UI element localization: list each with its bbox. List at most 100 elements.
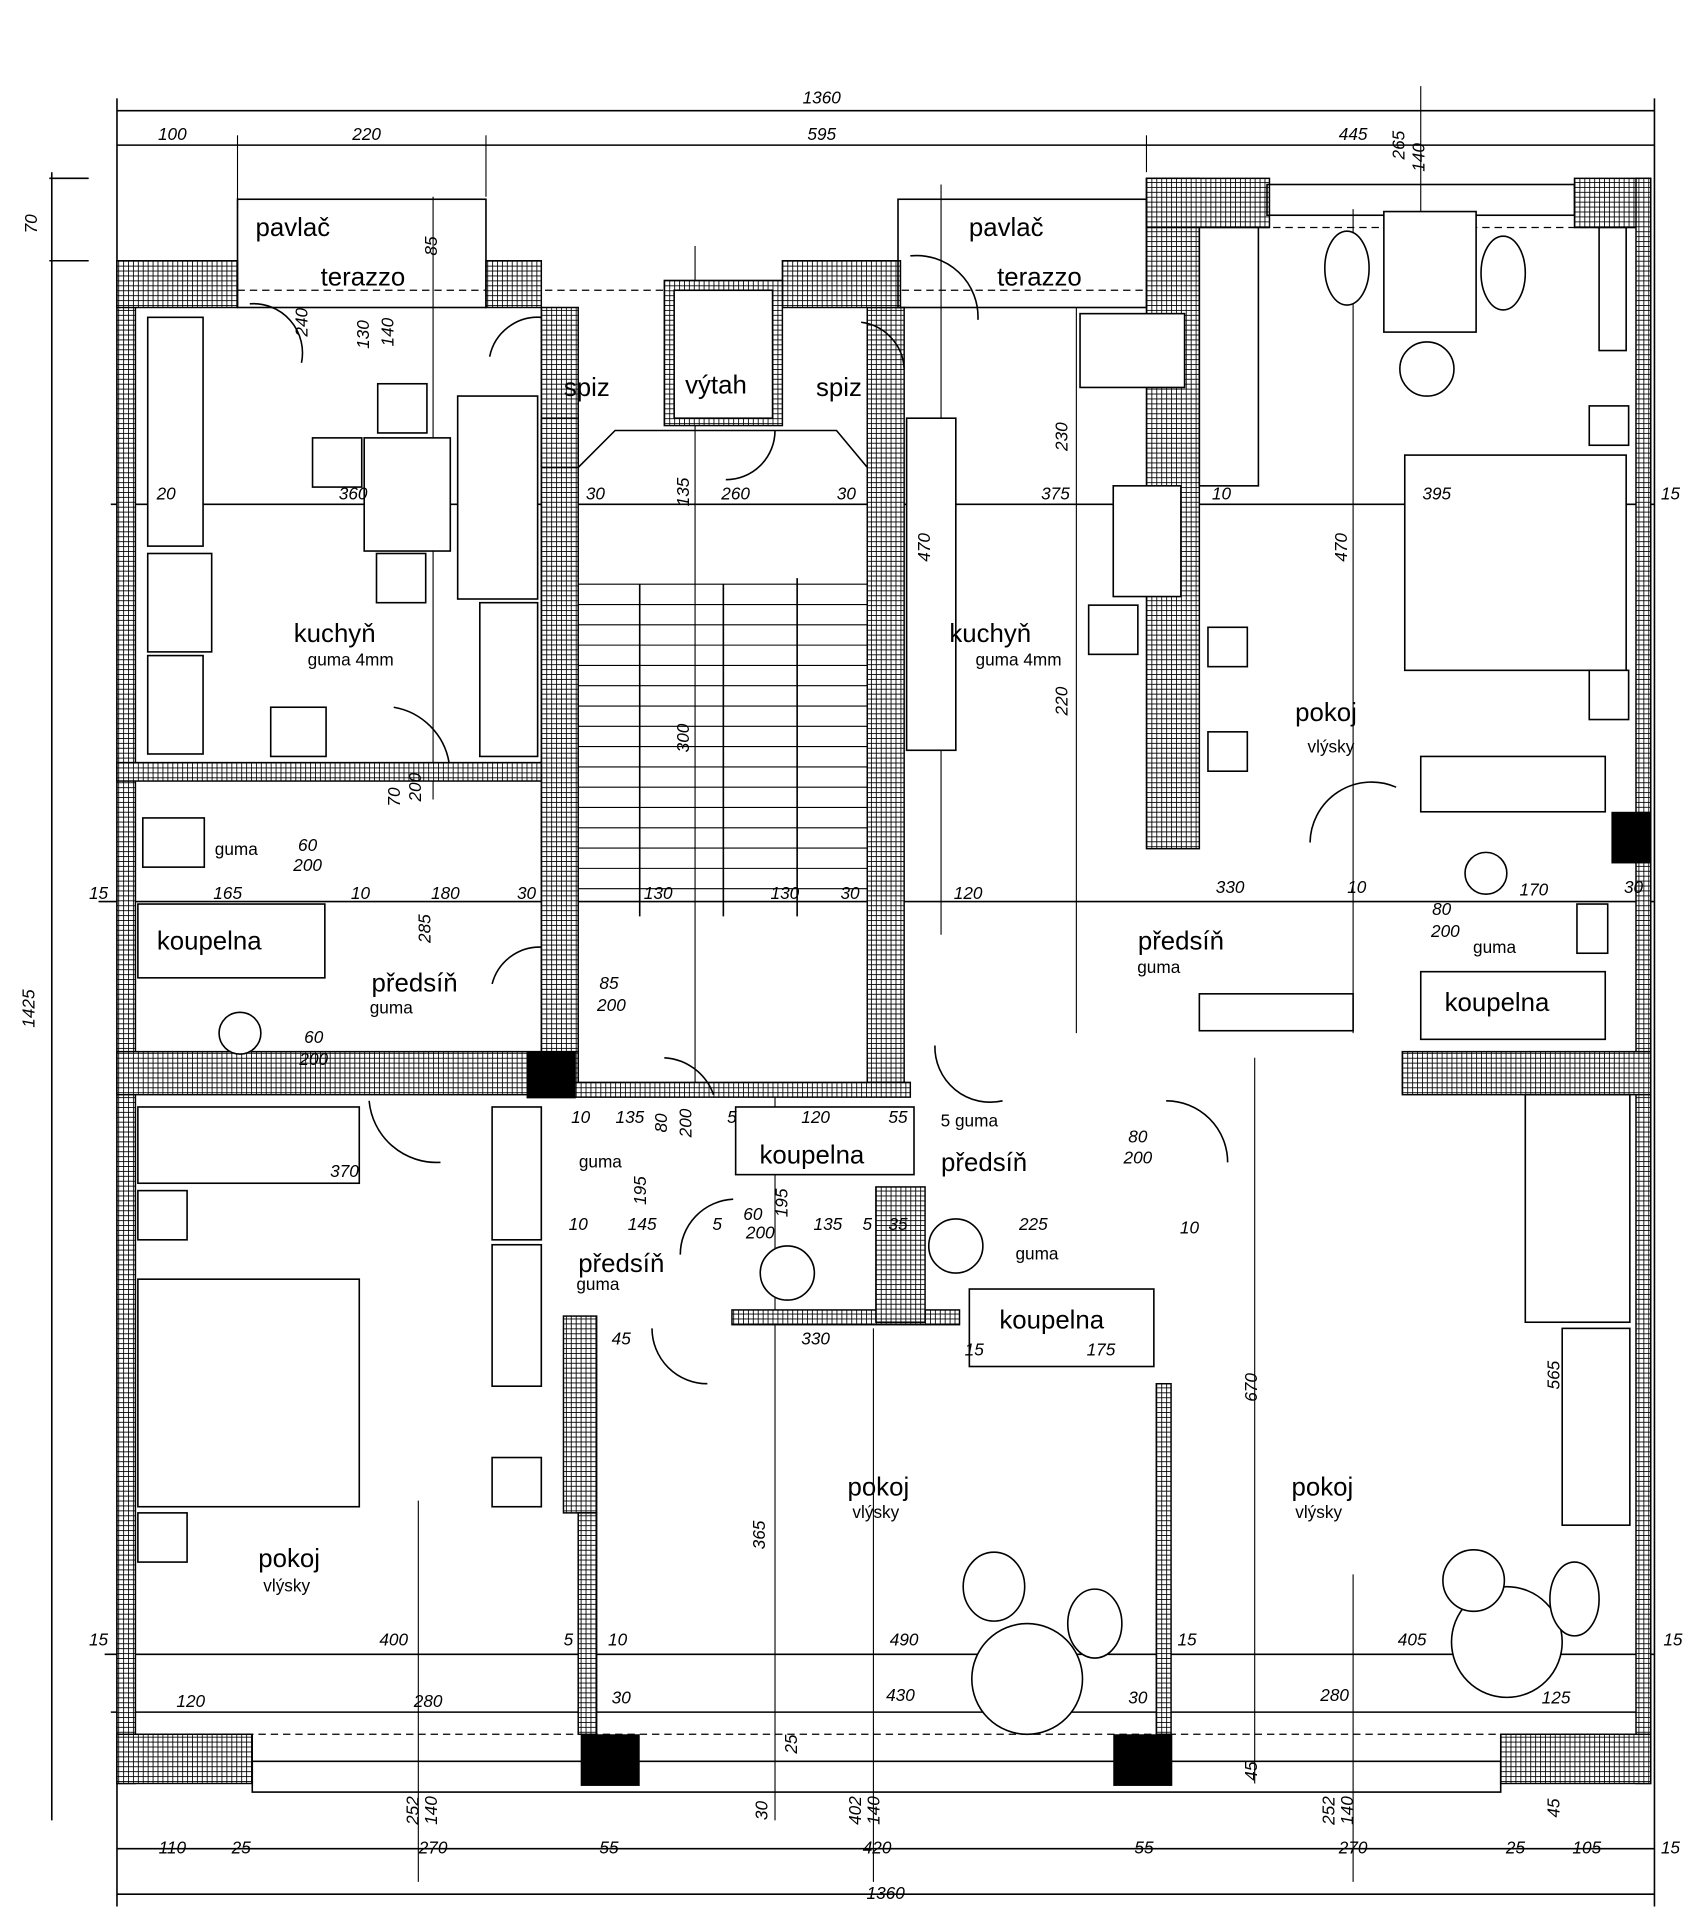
dimension-label: 15 — [965, 1339, 985, 1359]
dimension-label: 55 — [599, 1838, 619, 1858]
room-label-koupelna-right: koupelna — [1445, 989, 1550, 1017]
dimension-label: 30 — [1128, 1688, 1148, 1708]
dimension-label: 130 — [770, 883, 799, 903]
dimension-label: 165 — [213, 883, 242, 903]
staircase — [578, 578, 868, 917]
dimension-label: 430 — [886, 1685, 915, 1705]
dimension-label: 100 — [158, 124, 187, 144]
floor-predsin-center: guma — [576, 1274, 619, 1294]
floor-predsin-right: guma — [1137, 957, 1180, 977]
dimension-label: 5 — [862, 1214, 872, 1234]
dimension-label: 200 — [292, 855, 322, 875]
dimension-label: 220 — [1052, 686, 1072, 716]
floor-center-left: guma — [579, 1151, 622, 1171]
floor-pokoj-bottom-left: vlýsky — [263, 1576, 310, 1596]
dimension-label: 670 — [1241, 1373, 1261, 1402]
room-label-kuchyn-right: kuchyň — [949, 620, 1031, 648]
dimension-label: 330 — [801, 1328, 830, 1348]
dimension-label: 15 — [1661, 483, 1681, 503]
dimension-label: 135 — [814, 1214, 843, 1234]
dimension-label: 140 — [864, 1796, 884, 1825]
dimension-label: 55 — [888, 1107, 908, 1127]
dimension-label: 10 — [351, 883, 371, 903]
dimension-label: 140 — [1408, 143, 1428, 172]
dimension-label: 280 — [413, 1691, 443, 1711]
dimension-label: 375 — [1041, 483, 1070, 503]
dimension-label: 125 — [1542, 1688, 1571, 1708]
dimension-label: 195 — [771, 1188, 791, 1217]
floor-pokoj-bottom-center: vlýsky — [852, 1502, 899, 1522]
dimension-label: 60 — [304, 1027, 324, 1047]
room-label-koupelna-left: koupelna — [157, 928, 262, 956]
dimension-label: 85 — [599, 973, 619, 993]
room-label-floor-terazzo-left: terazzo — [321, 263, 406, 291]
dimension-label: 120 — [176, 1691, 205, 1711]
dimension-label: 15 — [1661, 1838, 1681, 1858]
dimension-label: 5 — [564, 1630, 574, 1650]
dimension-label: 15 — [1663, 1630, 1683, 1650]
room-label-predsin-left: předsíň — [372, 969, 458, 997]
dimension-label: 285 — [415, 914, 435, 944]
dimension-label: 225 — [1018, 1214, 1048, 1234]
room-label-pokoj-top-right: pokoj — [1295, 699, 1357, 727]
dimension-label: 80 — [1432, 899, 1452, 919]
dimension-label: 60 — [743, 1204, 763, 1224]
dimension-label: 230 — [1052, 422, 1072, 452]
dimension-label: 265 — [1389, 130, 1409, 160]
room-label-kuchyn-left: kuchyň — [294, 620, 376, 648]
dimension-label: 10 — [569, 1214, 589, 1234]
dimension-label: 10 — [1212, 483, 1232, 503]
dimension-label: 30 — [752, 1801, 772, 1821]
room-label-koupelna-center-lower: koupelna — [999, 1306, 1104, 1334]
room-label-spiz-right: spiz — [816, 374, 862, 402]
room-label-koupelna-center: koupelna — [760, 1142, 865, 1170]
dimension-label: 300 — [673, 723, 693, 752]
dimension-label: 490 — [890, 1630, 919, 1650]
dimension-label: 405 — [1398, 1630, 1427, 1650]
dimension-label: 70 — [21, 214, 41, 234]
room-label-predsin-center-left: předsíň — [578, 1250, 664, 1278]
dimension-label: 470 — [914, 533, 934, 562]
dimension-label: 1425 — [19, 989, 39, 1028]
floor-koupelna-right: guma — [1473, 937, 1516, 957]
dimension-label: 30 — [837, 483, 857, 503]
dimension-label: 130 — [353, 320, 373, 349]
dimension-label: 200 — [675, 1108, 695, 1138]
dimension-label: 30 — [517, 883, 537, 903]
dimension-label: 140 — [421, 1796, 441, 1825]
dimension-label: 110 — [159, 1838, 187, 1858]
dimension-label: 1360 — [803, 87, 842, 107]
room-label-predsin-center-right: předsíň — [941, 1149, 1027, 1177]
dimension-label: 420 — [863, 1838, 892, 1858]
furniture — [137, 183, 1631, 1793]
dimension-label: 30 — [1624, 877, 1644, 897]
dimension-label: 45 — [1241, 1761, 1261, 1781]
room-label-pokoj-bottom-right: pokoj — [1291, 1474, 1353, 1502]
floor-wc-center: guma — [1015, 1244, 1058, 1264]
floor-labels: guma 4mm guma 4mm vlýsky guma guma guma guma gu… — [215, 649, 1517, 1595]
dimension-label: 55 — [1134, 1838, 1154, 1858]
dimension-label: 445 — [1339, 124, 1368, 144]
dimension-label: 360 — [339, 483, 368, 503]
dimension-label: 15 — [89, 883, 109, 903]
floor-predsin-left: guma — [370, 998, 413, 1018]
dimension-label: 5 — [727, 1107, 737, 1127]
floor-kuchyn-right: guma 4mm — [976, 649, 1062, 669]
dimension-label: 85 — [421, 236, 441, 256]
dimension-label: 180 — [431, 883, 460, 903]
dimension-label: 365 — [749, 1520, 769, 1549]
dimension-label: 402 — [845, 1796, 865, 1825]
dimension-label: 270 — [418, 1838, 448, 1858]
dimension-label: 120 — [801, 1107, 830, 1127]
dimension-label: 140 — [378, 317, 398, 346]
dimension-label: 30 — [840, 883, 860, 903]
dimension-label: 240 — [292, 307, 312, 337]
dimension-label: 25 — [231, 1838, 252, 1858]
dimension-label: 260 — [720, 483, 750, 503]
dimension-label: 35 — [888, 1214, 908, 1234]
dimension-label: 400 — [379, 1630, 408, 1650]
floor-kuchyn-left: guma 4mm — [308, 649, 394, 669]
dimension-label: 170 — [1520, 879, 1549, 899]
dimension-label: 565 — [1544, 1360, 1564, 1389]
